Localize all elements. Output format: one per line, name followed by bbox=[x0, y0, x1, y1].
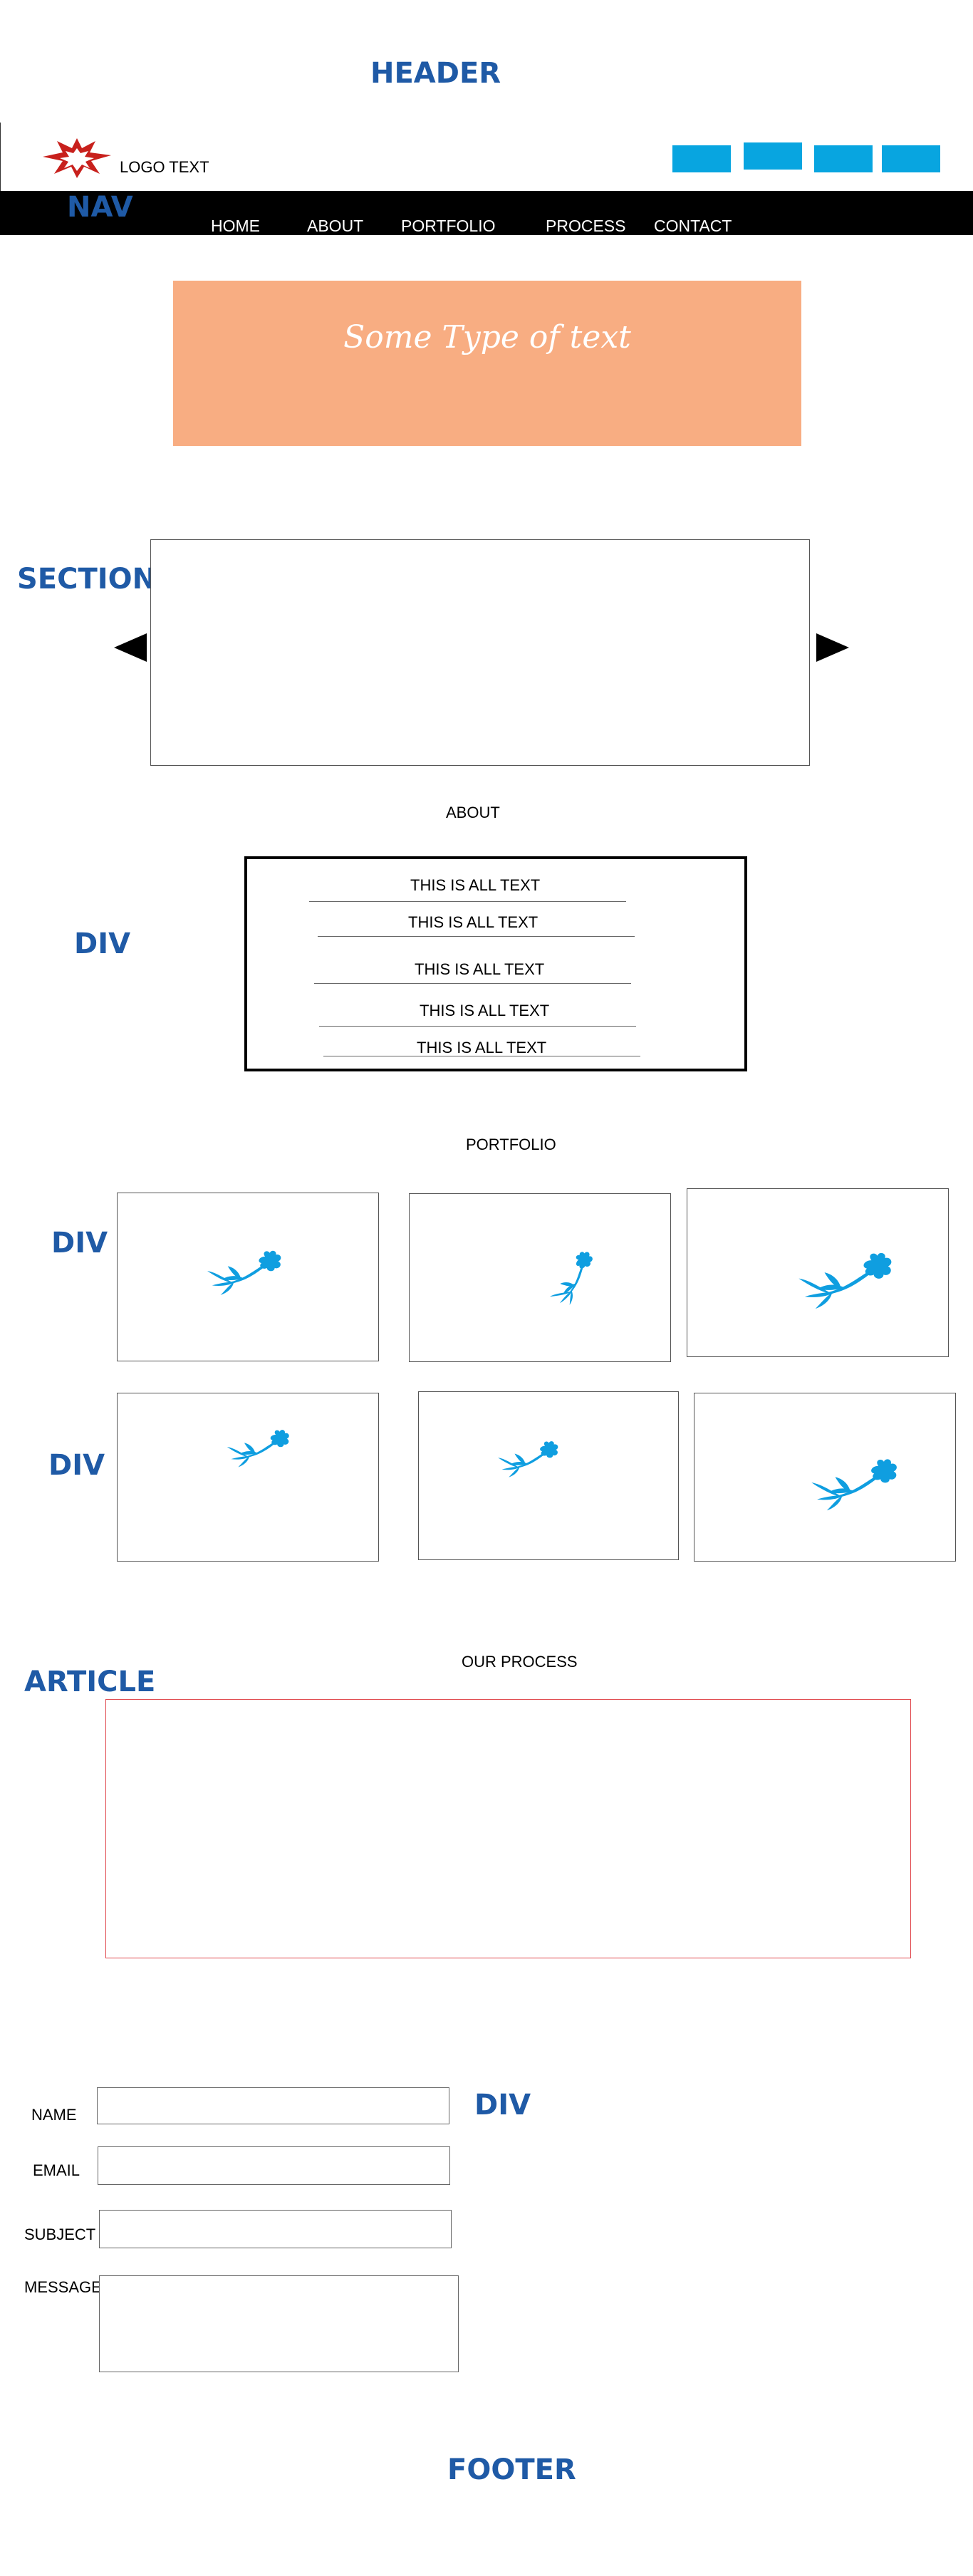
header-button-4[interactable] bbox=[882, 145, 940, 172]
message-label: MESSAGE bbox=[24, 2278, 102, 2296]
portfolio-card-3[interactable] bbox=[687, 1188, 949, 1357]
nav-contact[interactable]: CONTACT bbox=[654, 217, 732, 235]
email-field[interactable] bbox=[98, 2146, 450, 2185]
flower-icon bbox=[214, 1428, 299, 1473]
flower-icon bbox=[484, 1439, 568, 1483]
article-label: ARTICLE bbox=[24, 1666, 156, 1698]
name-label: NAME bbox=[31, 2106, 77, 2124]
header-button-2[interactable] bbox=[744, 142, 802, 170]
footer-label: FOOTER bbox=[447, 2453, 576, 2486]
portfolio-div-label-4: DIV bbox=[48, 1449, 105, 1482]
header-button-3[interactable] bbox=[814, 145, 873, 172]
nav-bar bbox=[0, 191, 973, 235]
subject-label: SUBJECT bbox=[24, 2226, 96, 2243]
header-button-1[interactable] bbox=[672, 145, 731, 172]
portfolio-card-4[interactable] bbox=[117, 1393, 379, 1562]
arrow-left-icon[interactable] bbox=[114, 633, 147, 662]
hero-text: Some Type of text bbox=[343, 319, 631, 355]
about-underline-3 bbox=[314, 983, 631, 984]
contact-div-label: DIV bbox=[474, 2089, 531, 2121]
header-left-edge bbox=[0, 123, 1, 191]
about-line-2: THIS IS ALL TEXT bbox=[408, 913, 538, 931]
arrow-right-icon[interactable] bbox=[816, 633, 849, 662]
about-div-label: DIV bbox=[74, 928, 131, 960]
process-heading: OUR PROCESS bbox=[462, 1653, 578, 1671]
portfolio-card-6[interactable] bbox=[694, 1393, 956, 1562]
article-frame bbox=[105, 1699, 911, 1958]
flower-icon bbox=[184, 1248, 301, 1302]
subject-field[interactable] bbox=[99, 2210, 452, 2248]
portfolio-div-label-1: DIV bbox=[51, 1227, 108, 1260]
name-field[interactable] bbox=[97, 2087, 449, 2124]
nav-label: NAV bbox=[67, 191, 133, 224]
about-underline-4 bbox=[319, 1026, 636, 1027]
about-underline-1 bbox=[309, 901, 626, 902]
nav-portfolio[interactable]: PORTFOLIO bbox=[401, 217, 496, 235]
header-bar: LOGO TEXT bbox=[0, 123, 973, 191]
portfolio-card-5[interactable] bbox=[418, 1391, 679, 1560]
about-line-4: THIS IS ALL TEXT bbox=[420, 1002, 550, 1019]
about-line-5: THIS IS ALL TEXT bbox=[417, 1039, 547, 1056]
header-label: HEADER bbox=[370, 57, 501, 90]
about-underline-2 bbox=[318, 936, 635, 937]
about-box bbox=[244, 856, 747, 1071]
section-label: SECTION bbox=[17, 563, 157, 596]
slider-frame bbox=[150, 539, 810, 766]
nav-process[interactable]: PROCESS bbox=[546, 217, 626, 235]
about-line-3: THIS IS ALL TEXT bbox=[415, 960, 545, 978]
about-line-1: THIS IS ALL TEXT bbox=[410, 876, 541, 894]
logo-star-icon[interactable] bbox=[43, 138, 111, 178]
flower-icon bbox=[794, 1456, 910, 1519]
nav-home[interactable]: HOME bbox=[211, 217, 260, 235]
nav-about[interactable]: ABOUT bbox=[307, 217, 364, 235]
hero-banner: Some Type of text bbox=[173, 281, 801, 446]
message-field[interactable] bbox=[99, 2275, 459, 2372]
email-label: EMAIL bbox=[33, 2161, 80, 2179]
flower-icon bbox=[782, 1250, 903, 1318]
about-heading: ABOUT bbox=[446, 804, 500, 821]
logo-text[interactable]: LOGO TEXT bbox=[120, 158, 209, 176]
portfolio-heading: PORTFOLIO bbox=[466, 1136, 556, 1153]
portfolio-card-2[interactable] bbox=[409, 1193, 671, 1362]
